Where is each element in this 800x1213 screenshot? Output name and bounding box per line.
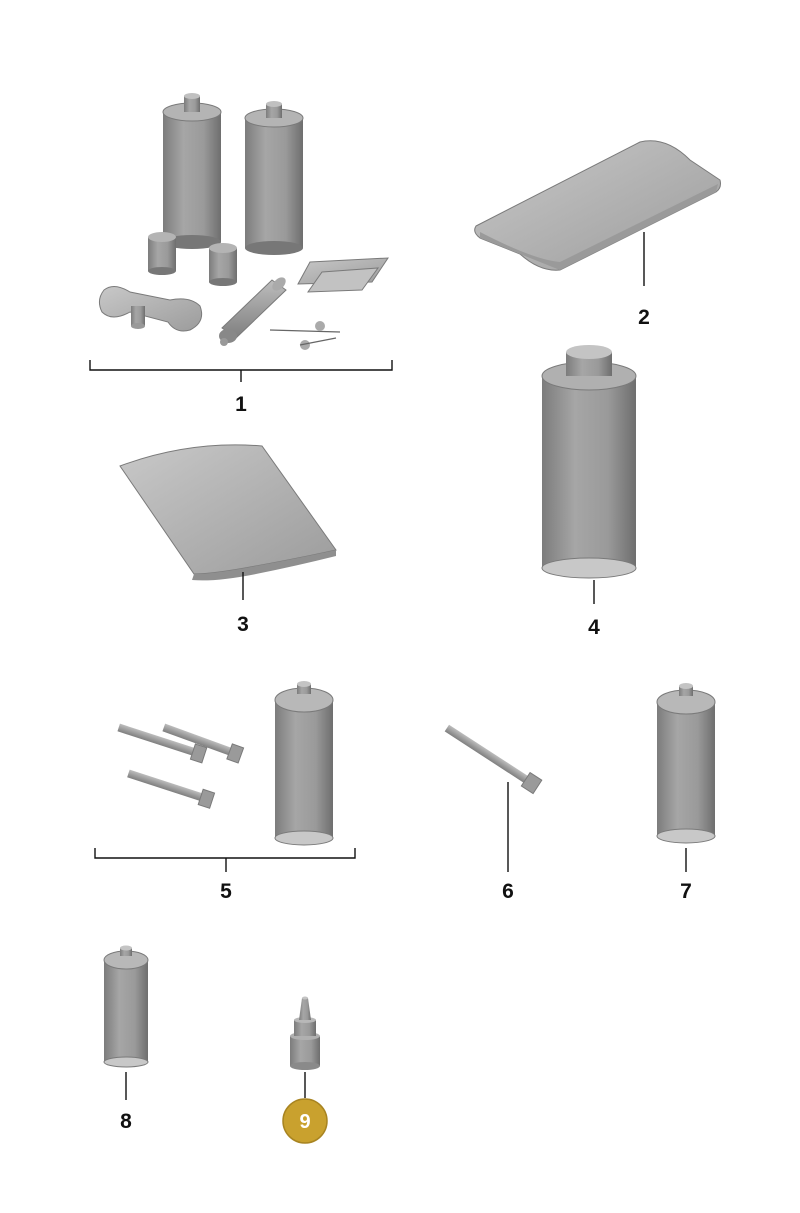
callout-3[interactable]: 3 <box>237 613 249 636</box>
part-9-dropper-bottle[interactable] <box>290 996 320 1071</box>
callout-7[interactable]: 7 <box>680 880 692 903</box>
part-3-pad[interactable] <box>119 444 337 581</box>
part-4-can[interactable] <box>541 345 637 579</box>
callout-5[interactable]: 5 <box>220 880 232 903</box>
callout-1[interactable]: 1 <box>235 393 247 416</box>
part-1-kit[interactable] <box>98 93 389 350</box>
part-7-can[interactable] <box>656 683 716 844</box>
part-8-can[interactable] <box>103 945 149 1068</box>
selected-callout-badge <box>282 1098 328 1144</box>
part-2-strip[interactable] <box>474 140 721 271</box>
callout-8[interactable]: 8 <box>120 1110 132 1133</box>
callout-4[interactable]: 4 <box>588 616 600 639</box>
callout-6[interactable]: 6 <box>502 880 514 903</box>
part-6-bolt[interactable] <box>443 721 543 795</box>
callout-2[interactable]: 2 <box>638 306 650 329</box>
callout-9-selected[interactable]: 9 <box>282 1098 328 1144</box>
part-5-bolts-and-can[interactable] <box>116 681 334 846</box>
callout-9[interactable]: 9 <box>299 1111 310 1133</box>
